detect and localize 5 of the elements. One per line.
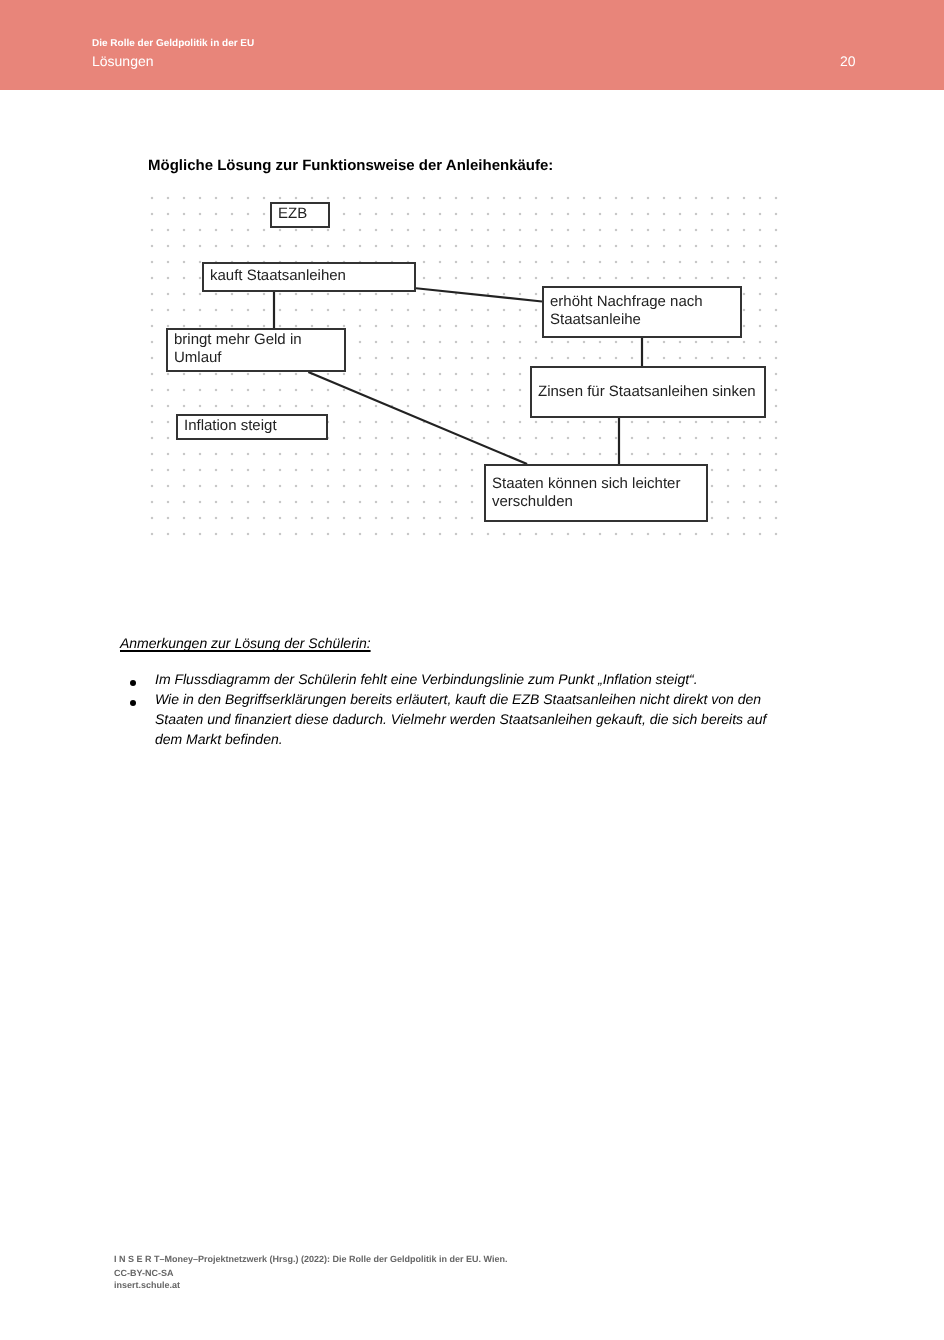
connector-line: [307, 371, 528, 465]
connector-line: [617, 418, 621, 464]
connector-line: [272, 292, 276, 328]
connector-line: [415, 287, 543, 303]
connector-line: [640, 338, 644, 366]
